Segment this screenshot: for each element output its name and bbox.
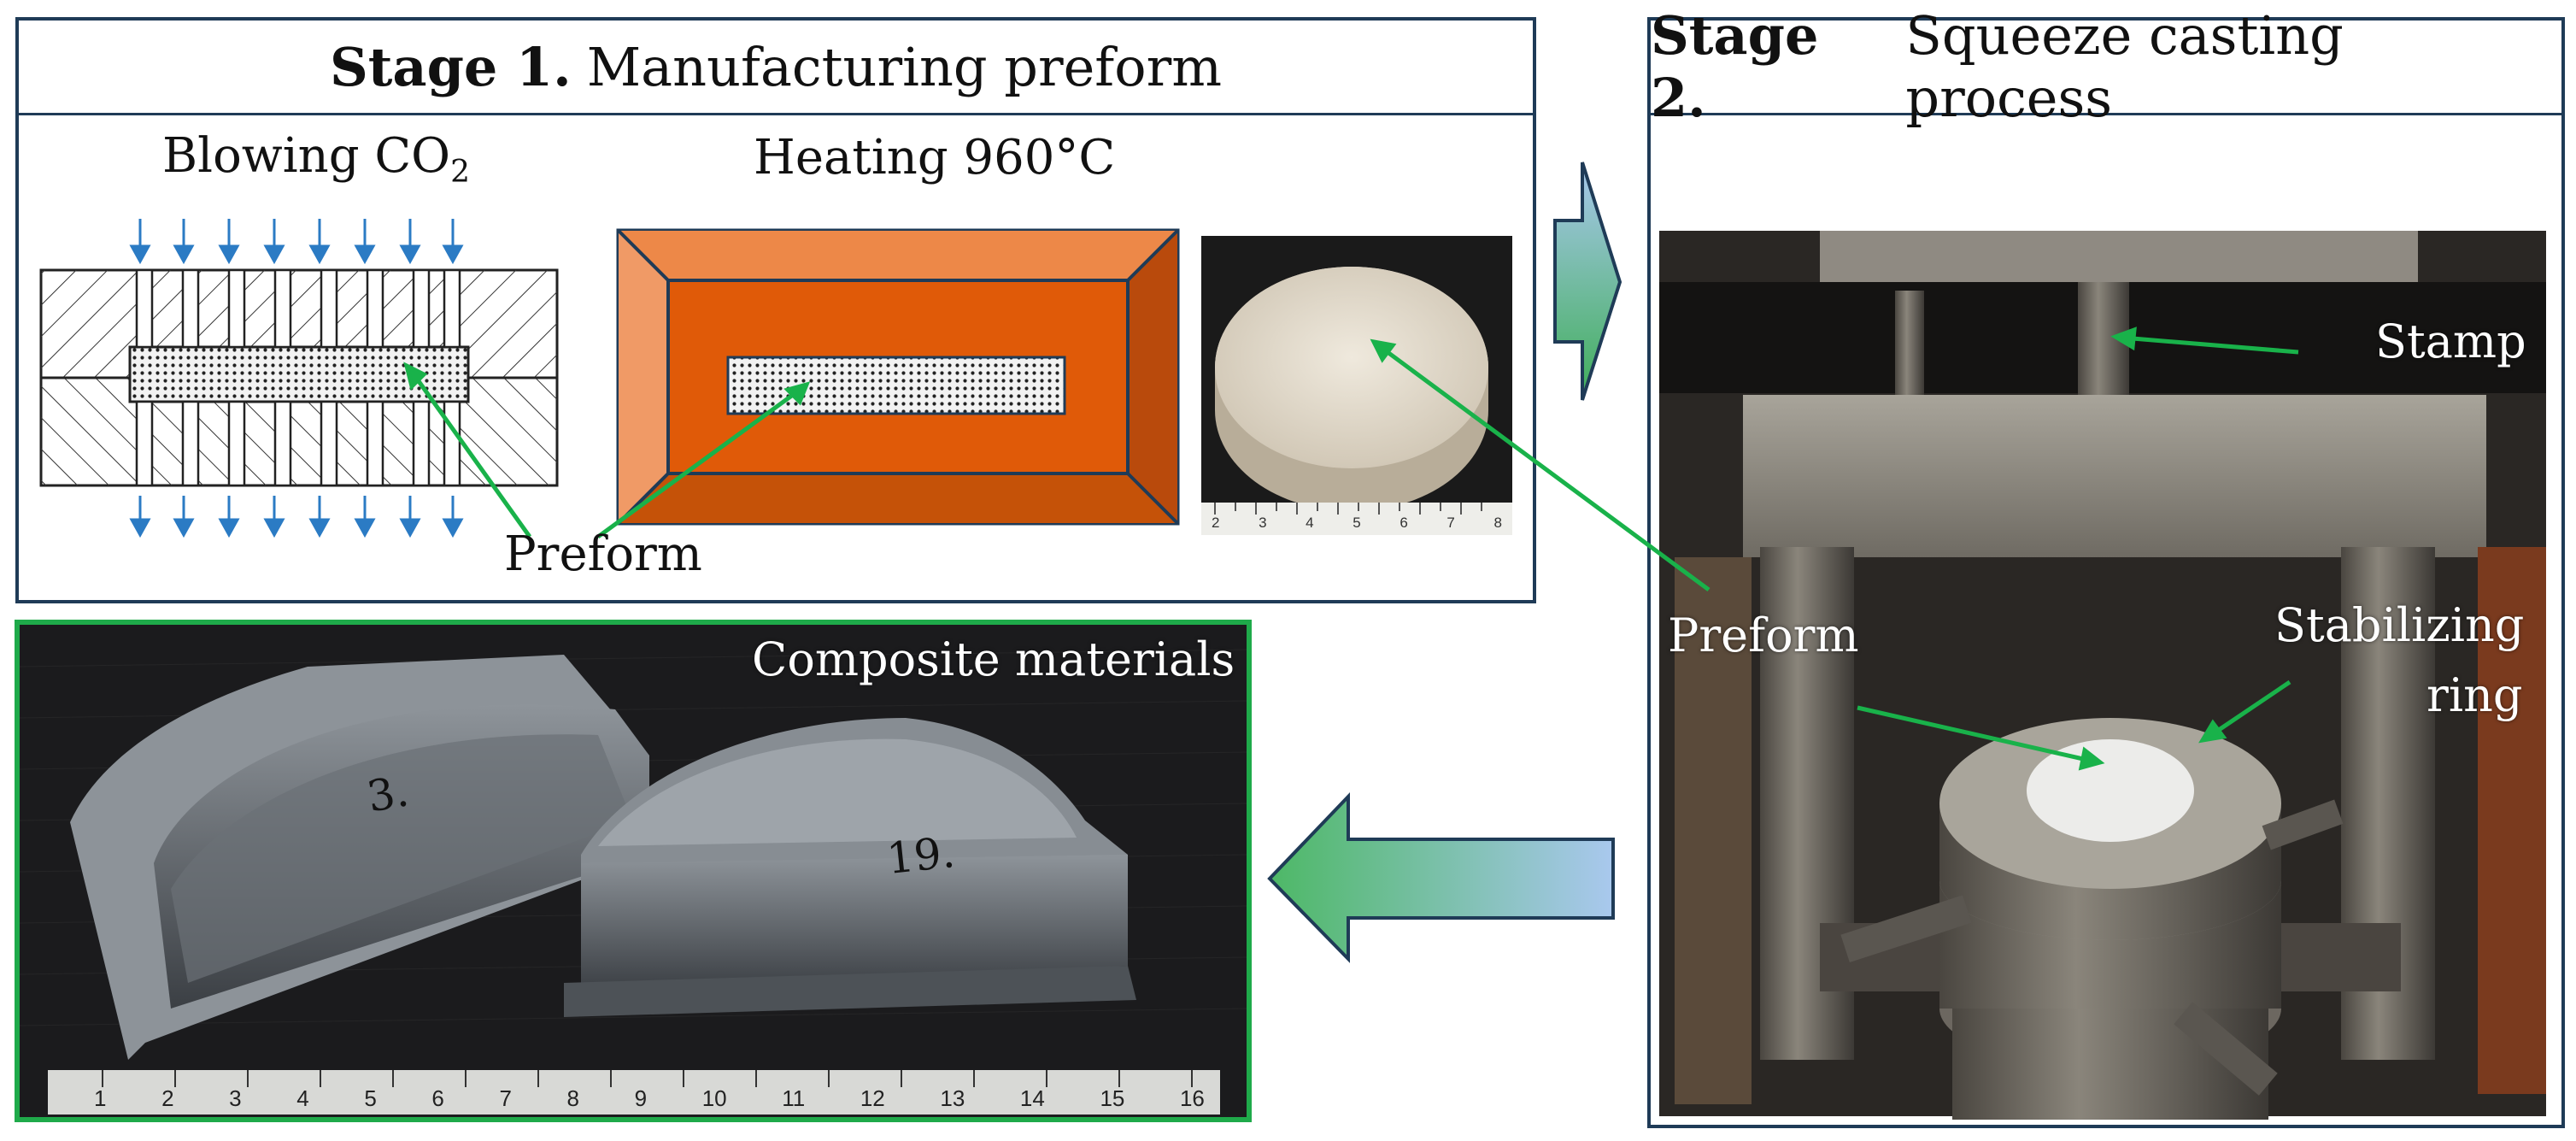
big-ruler-num: 11 — [782, 1085, 806, 1111]
label-heating: Heating 960°C — [754, 130, 1116, 185]
big-ruler-num: 12 — [860, 1085, 885, 1111]
label-blowing-co2: Blowing CO2 — [162, 128, 470, 190]
composite-photo — [18, 624, 1248, 1118]
small-ruler-ticks — [1214, 503, 1482, 515]
big-ruler-num: 7 — [499, 1085, 512, 1111]
big-ruler-num: 2 — [161, 1085, 174, 1111]
big-ruler-num: 5 — [364, 1085, 377, 1111]
stage1-title-bold: Stage 1. — [329, 35, 572, 98]
arrow-left-icon — [1267, 792, 1615, 963]
small-ruler-num: 5 — [1353, 515, 1361, 531]
stage1-title-rest: Manufacturing preform — [586, 35, 1222, 98]
stage2-title: Stage 2. Squeeze casting process — [1651, 4, 2561, 129]
label-stabilizing-ring-line1: Stabilizing — [2274, 598, 2525, 652]
big-ruler-num: 13 — [940, 1085, 965, 1111]
small-ruler-num: 3 — [1259, 515, 1267, 531]
label-preform-stage2: Preform — [1668, 609, 1859, 662]
co2-outflow-arrows — [129, 496, 464, 538]
small-ruler-num: 8 — [1493, 515, 1502, 531]
big-ruler-num: 8 — [566, 1085, 580, 1111]
stage2-title-bold: Stage 2. — [1651, 4, 1819, 129]
small-ruler-numbers: 2 3 4 5 6 7 8 — [1212, 515, 1502, 532]
big-ruler-num: 14 — [1019, 1085, 1045, 1111]
stage1-title: Stage 1. Manufacturing preform — [19, 21, 1533, 115]
small-ruler-num: 2 — [1212, 515, 1220, 531]
big-ruler-ticks — [102, 1070, 1193, 1087]
heating-furnace-diagram — [616, 228, 1180, 526]
leader-lines — [403, 326, 2299, 771]
big-ruler-num: 1 — [94, 1085, 107, 1111]
big-ruler-num: 16 — [1179, 1085, 1205, 1111]
co2-inflow-arrows — [129, 219, 464, 265]
big-ruler-numbers: 1 2 3 4 5 6 7 8 9 10 11 12 13 14 15 16 — [94, 1085, 1205, 1112]
preform-photo — [1201, 236, 1512, 535]
label-blowing-main: Blowing CO — [162, 128, 451, 184]
label-blowing-sub: 2 — [450, 155, 470, 191]
big-ruler-num: 15 — [1100, 1085, 1125, 1111]
big-ruler-num: 9 — [634, 1085, 648, 1111]
sample-mark-19: 19. — [884, 827, 958, 884]
arrow-right-icon — [1553, 162, 1622, 401]
squeeze-press-photo — [1659, 231, 2546, 1120]
composite-frame — [15, 620, 1252, 1122]
big-ruler-num: 10 — [701, 1085, 727, 1111]
big-ruler-num: 3 — [229, 1085, 242, 1111]
small-ruler-num: 7 — [1446, 515, 1455, 531]
label-preform-stage1: Preform — [504, 526, 702, 582]
label-stamp: Stamp — [2375, 315, 2526, 368]
small-ruler-num: 4 — [1306, 515, 1314, 531]
co2-mould-diagram — [39, 219, 559, 538]
label-composite-materials: Composite materials — [752, 632, 1235, 686]
small-ruler-num: 6 — [1399, 515, 1408, 531]
stage2-title-rest: Squeeze casting process — [1905, 4, 2344, 129]
big-ruler-num: 4 — [296, 1085, 309, 1111]
big-ruler-num: 6 — [431, 1085, 444, 1111]
sample-mark-3: 3. — [363, 766, 413, 822]
label-stabilizing-ring-line2: ring — [2426, 668, 2523, 722]
